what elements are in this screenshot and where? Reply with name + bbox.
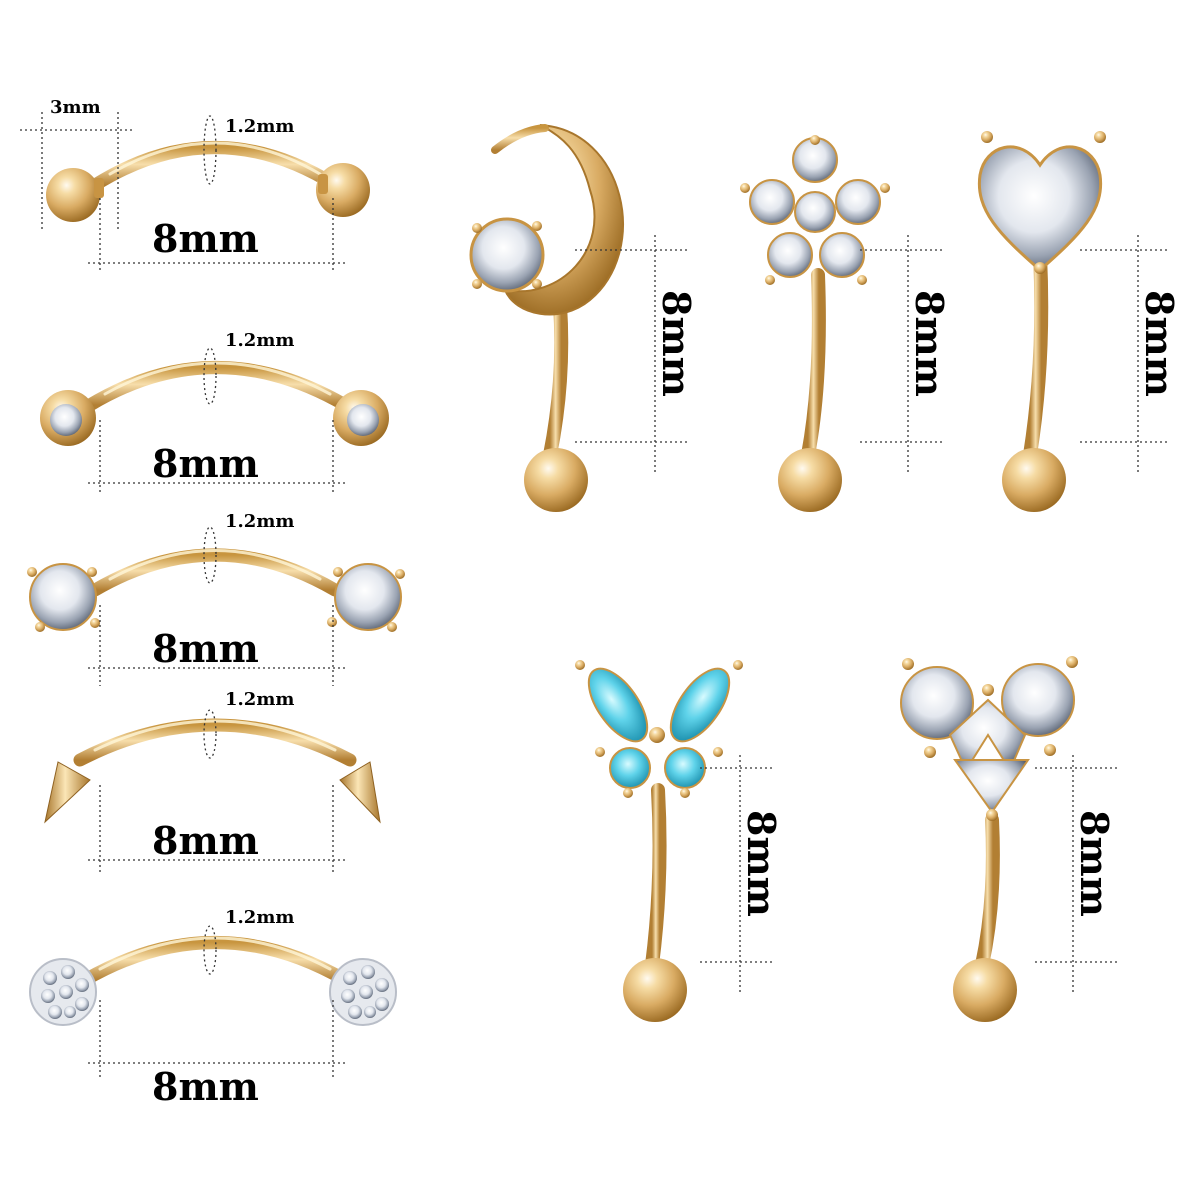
cluster-icon: [900, 656, 1078, 821]
crystal-left: [29, 563, 97, 631]
barbell-prong-crystal: 1.2mm 8mm: [27, 511, 405, 686]
crystal-left: [50, 404, 82, 436]
gauge-label: 1.2mm: [225, 689, 294, 710]
length-label: 8mm: [152, 216, 259, 261]
length-label: 8mm: [1072, 810, 1117, 917]
moon-icon: [503, 124, 624, 316]
gauge-label: 1.2mm: [225, 330, 294, 351]
length-label: 8mm: [1137, 290, 1182, 397]
length-label: 8mm: [654, 290, 699, 397]
length-label: 8mm: [152, 441, 259, 486]
piercing-heart: 8mm: [977, 131, 1182, 512]
spike-left: [44, 761, 91, 824]
gold-ball: [524, 448, 588, 512]
piercing-moon: 8mm: [469, 124, 699, 512]
gauge-label: 1.2mm: [225, 116, 294, 137]
crystal-right: [347, 404, 379, 436]
length-label: 8mm: [152, 818, 259, 863]
crystal: [469, 217, 545, 293]
piercing-heart-cluster: 8mm: [900, 656, 1120, 1022]
barbell-gold-ball: 3mm 1.2mm 8mm: [20, 97, 370, 272]
gold-ball: [953, 958, 1017, 1022]
gold-ball-right: [316, 163, 370, 217]
flower-icon: [740, 135, 890, 285]
barbell-bezel-crystal: 1.2mm 8mm: [40, 330, 389, 495]
gold-ball-left: [46, 168, 100, 222]
barbell-pave-ball: 1.2mm 8mm: [29, 907, 397, 1109]
piercing-butterfly: 8mm: [575, 660, 784, 1022]
spike-right: [339, 761, 381, 824]
length-label: 8mm: [152, 626, 259, 671]
crystal-right: [334, 563, 402, 631]
ball-size-label: 3mm: [50, 97, 101, 118]
length-label: 8mm: [152, 1064, 259, 1109]
piercing-flower: 8mm: [740, 135, 952, 512]
gauge-label: 1.2mm: [225, 907, 294, 928]
heart-icon: [977, 145, 1103, 272]
gauge-label: 1.2mm: [225, 511, 294, 532]
barbell-spike: 1.2mm 8mm: [44, 689, 381, 875]
gold-ball: [623, 958, 687, 1022]
gold-ball: [1002, 448, 1066, 512]
length-label: 8mm: [739, 810, 784, 917]
length-label: 8mm: [907, 290, 952, 397]
gold-ball: [778, 448, 842, 512]
butterfly-icon: [575, 660, 743, 798]
